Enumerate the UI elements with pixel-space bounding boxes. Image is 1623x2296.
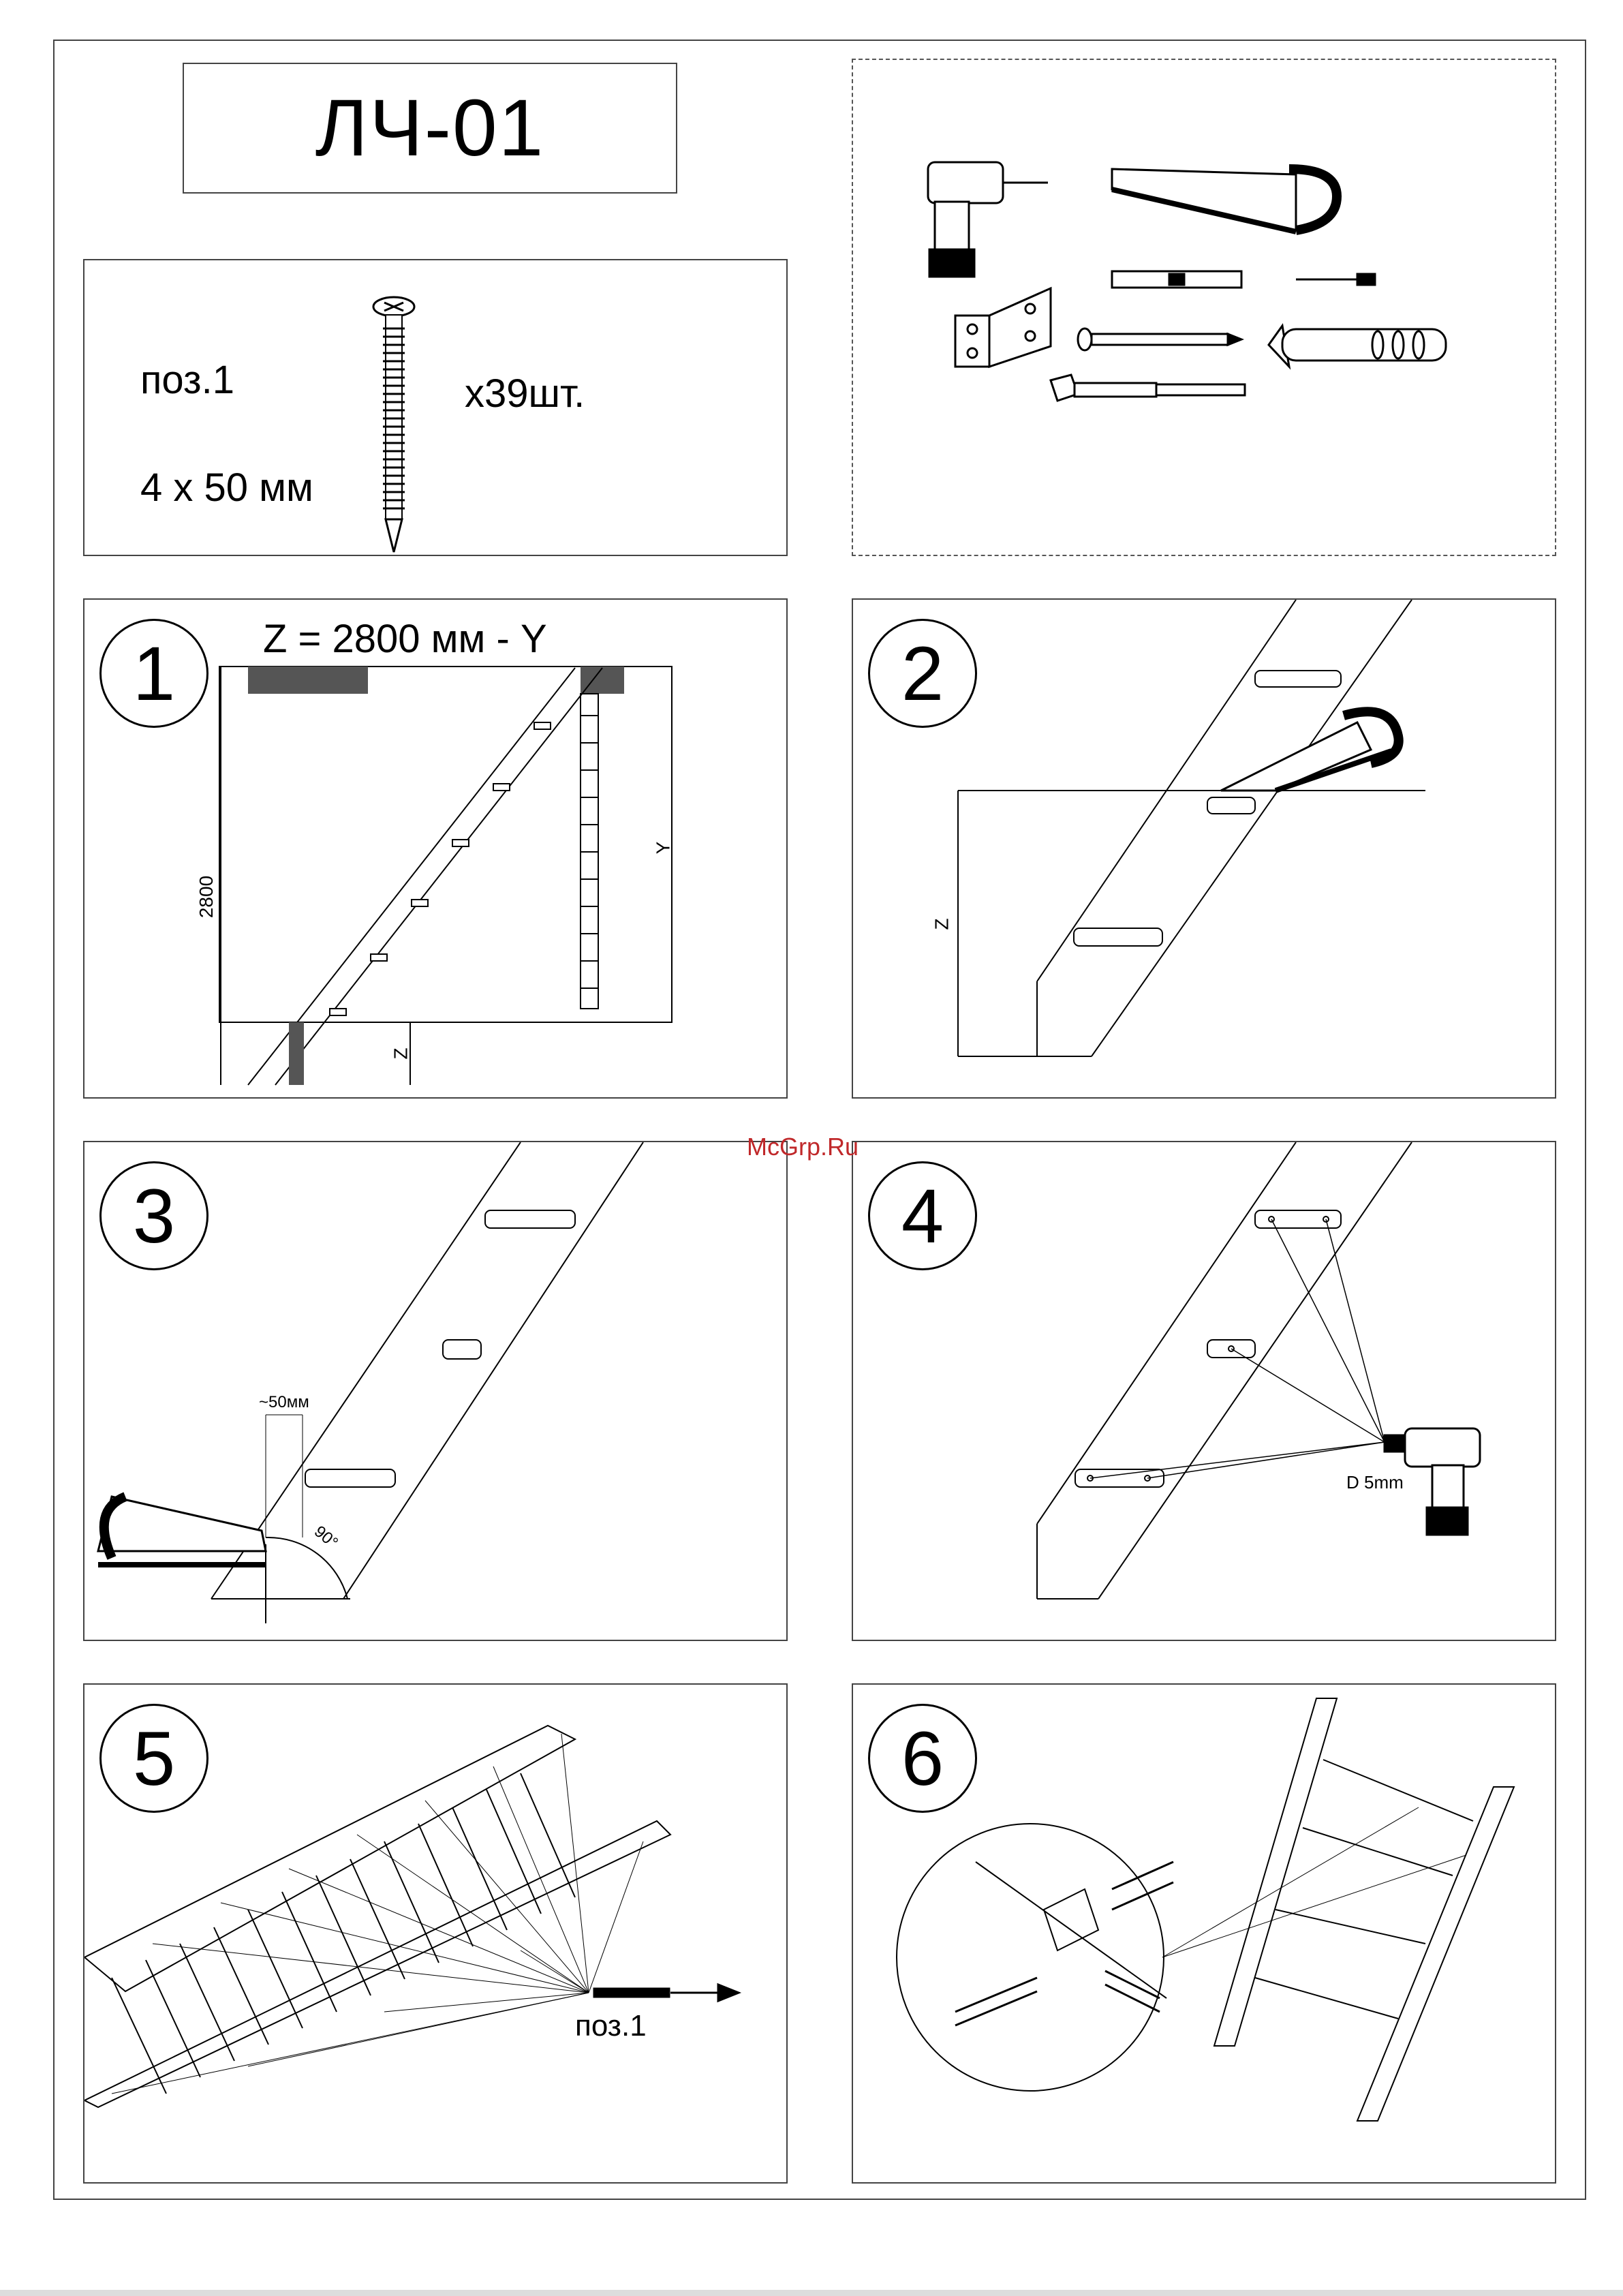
step-1-formula: Z = 2800 мм - Y (263, 616, 547, 662)
saw-icon (1221, 711, 1399, 791)
wall-plug-icon (1269, 326, 1446, 367)
step-1-panel: Z = 2800 мм - Y 2800 Y Z 1 (83, 598, 788, 1099)
step-1-y-label: Y (652, 842, 674, 855)
step-6-panel: 6 (852, 1683, 1556, 2184)
step-2-panel: Z 2 (852, 598, 1556, 1099)
wood-screw-icon (1078, 328, 1241, 350)
title-box: ЛЧ-01 (183, 63, 677, 194)
step-4-number: 4 (868, 1161, 977, 1270)
angle-bracket-icon (955, 288, 1051, 367)
bottom-rule (0, 2290, 1623, 2296)
spirit-level-icon (1112, 271, 1241, 288)
hex-bolt-icon (1051, 375, 1245, 401)
step-1-number: 1 (99, 619, 208, 728)
tools-panel (852, 59, 1556, 556)
step-3-offset-label: ~50мм (259, 1393, 309, 1412)
drill-icon (928, 162, 1048, 277)
hand-saw-icon (1112, 169, 1337, 232)
screw-icon (84, 260, 788, 556)
step-5-number: 5 (99, 1704, 208, 1813)
step-2-number: 2 (868, 619, 977, 728)
step-4-panel: D 5mm 4 (852, 1141, 1556, 1641)
step-3-number: 3 (99, 1161, 208, 1270)
step-3-panel: ~50мм 90° 3 (83, 1141, 788, 1641)
step-2-z-label: Z (931, 918, 953, 930)
step-6-number: 6 (868, 1704, 977, 1813)
screwdriver-icon (1296, 274, 1375, 285)
step-5-panel: поз.1 5 (83, 1683, 788, 2184)
parts-panel: поз.1 4 х 50 мм х39шт. (83, 259, 788, 556)
step-5-screw-label: поз.1 (575, 2009, 647, 2043)
watermark: McGrp.Ru (747, 1133, 859, 1161)
step-1-z-label: Z (390, 1047, 412, 1059)
screw-icon (594, 1985, 739, 2001)
step-1-height-label: 2800 (196, 876, 217, 918)
document-title: ЛЧ-01 (315, 82, 545, 174)
step-4-drill-label: D 5mm (1346, 1472, 1404, 1493)
